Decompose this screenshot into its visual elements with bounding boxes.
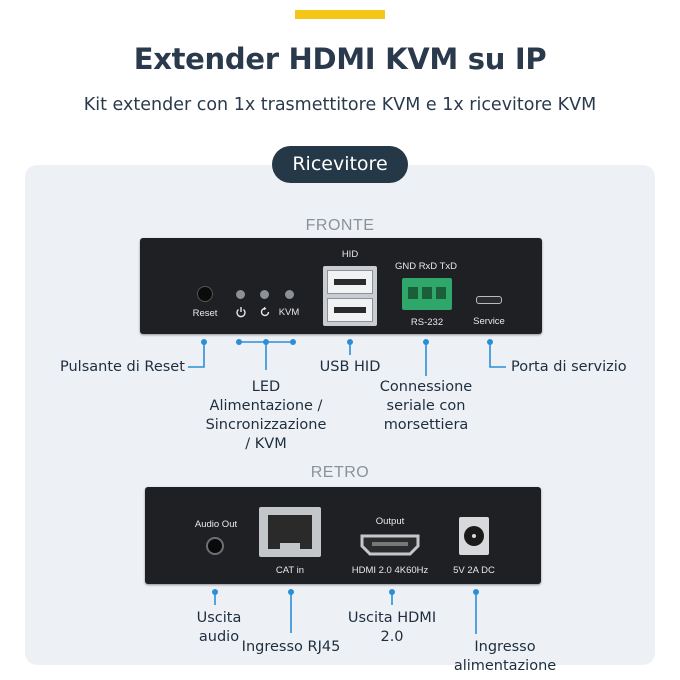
callout-service-port: Porta di servizio: [511, 359, 627, 375]
callout-usb-hid: USB HID: [319, 359, 381, 375]
callout-hdmi-out: Uscita HDMI 2.0: [347, 610, 437, 645]
callout-rj45: Ingresso RJ45: [241, 639, 341, 655]
callout-serial-line-2: seriale con: [386, 398, 466, 414]
reset-label: Reset: [192, 308, 218, 319]
hdmi-port: [360, 534, 420, 556]
callout-reset: Pulsante di Reset: [60, 359, 185, 375]
reset-button: [197, 286, 213, 302]
cat-in-label: CAT in: [275, 565, 305, 576]
terminal-pins-label: GND RxD TxD: [394, 261, 458, 272]
hid-label: HID: [341, 249, 359, 260]
rj45-port: [259, 507, 321, 557]
page-title: Extender HDMI KVM su IP: [133, 42, 547, 76]
callout-serial-line-3: morsettiera: [383, 417, 469, 433]
terminal-block: [402, 278, 452, 310]
output-label: Output: [375, 516, 405, 527]
service-port: [476, 296, 502, 304]
dc-power-jack: [459, 517, 489, 555]
callout-audio-out: Uscita audio: [196, 610, 242, 645]
rs232-label: RS-232: [410, 317, 444, 328]
usb-port-bottom: [327, 298, 373, 322]
callout-led-line-3: Sincronizzazione: [205, 417, 327, 433]
accent-bar: [295, 10, 385, 19]
page-subtitle: Kit extender con 1x trasmettitore KVM e …: [83, 95, 597, 115]
front-panel-device: Reset KVM HID GND RxD TxD RS-232 Service: [140, 238, 542, 334]
power-label: 5V 2A DC: [453, 565, 495, 576]
front-section-label: FRONTE: [305, 217, 375, 234]
usb-hid-ports: [323, 266, 377, 326]
kvm-led: [285, 290, 294, 299]
back-panel-device: Audio Out CAT in Output HDMI 2.0 4K60Hz …: [145, 487, 541, 584]
power-icon: [236, 307, 246, 318]
sync-led: [260, 290, 269, 299]
sync-icon: [260, 306, 270, 317]
callout-led: LED Alimentazione / Sincronizzazione / K…: [196, 378, 336, 454]
hdmi-label: HDMI 2.0 4K60Hz: [351, 565, 429, 576]
audio-out-label: Audio Out: [194, 519, 238, 530]
callout-led-line-1: LED: [251, 379, 281, 395]
callout-led-line-2: Alimentazione /: [209, 398, 323, 414]
kvm-label: KVM: [278, 307, 300, 318]
audio-jack: [206, 537, 224, 555]
power-led: [236, 290, 245, 299]
service-label: Service: [473, 316, 505, 327]
back-section-label: RETRO: [310, 464, 370, 481]
callout-power-in: Ingresso alimentazione: [453, 639, 557, 674]
usb-port-top: [327, 270, 373, 294]
callout-serial-line-1: Connessione: [379, 379, 473, 395]
callout-led-line-4: / KVM: [245, 436, 287, 452]
receiver-badge: Ricevitore: [272, 146, 408, 183]
callout-serial: Connessione seriale con morsettiera: [370, 378, 482, 435]
